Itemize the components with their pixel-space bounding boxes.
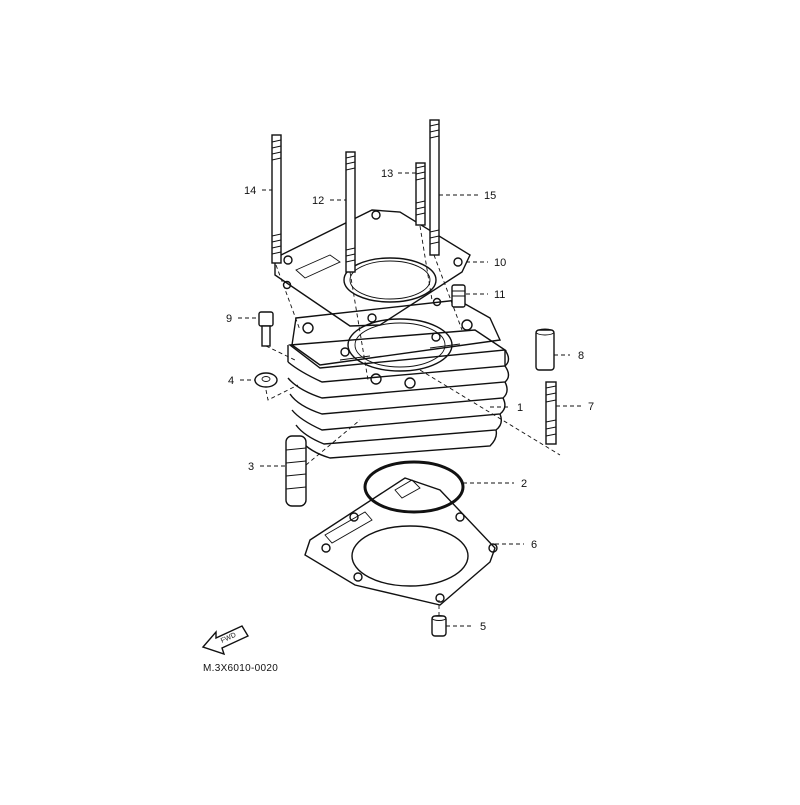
cylinder-body: [287, 299, 510, 459]
callout-11: 11: [494, 289, 505, 301]
stud-bolt-15: [429, 119, 440, 256]
callout-9: 9: [226, 313, 232, 325]
stud-bolt-14: [271, 134, 282, 264]
cylinder-base-gasket: [304, 477, 498, 606]
callout-10: 10: [494, 257, 506, 269]
callout-5: 5: [480, 621, 486, 633]
callout-13: 13: [381, 168, 393, 180]
bolt-9: [258, 311, 296, 361]
callout-6: 6: [531, 539, 537, 551]
callout-2: 2: [521, 478, 527, 490]
dowel-pin-5: [431, 600, 447, 637]
callout-labels: 14 12 13 15 10 11 9 4 8 1 7 3 2 6 5: [226, 168, 594, 633]
dowel-pin-11: [451, 284, 466, 308]
dowel-pin-8: [535, 328, 555, 371]
forward-arrow-icon: FWD: [201, 625, 250, 656]
callout-15: 15: [484, 190, 496, 202]
callout-14: 14: [244, 185, 256, 197]
dowel-sleeve-3: [285, 419, 361, 507]
callout-4: 4: [228, 375, 234, 387]
stud-bolt-13: [415, 162, 426, 226]
cylinder-head-gasket: [274, 209, 471, 327]
callout-leaders: [238, 172, 582, 627]
figure-code: M.3X6010-0020: [203, 663, 278, 674]
callout-3: 3: [248, 461, 254, 473]
callout-1: 1: [517, 402, 523, 414]
stud-bolt-12: [345, 151, 356, 273]
o-ring-2: [363, 460, 465, 514]
callout-12: 12: [312, 195, 324, 207]
callout-8: 8: [578, 350, 584, 362]
callout-7: 7: [588, 401, 594, 413]
stud-bolt-7: [419, 369, 561, 456]
